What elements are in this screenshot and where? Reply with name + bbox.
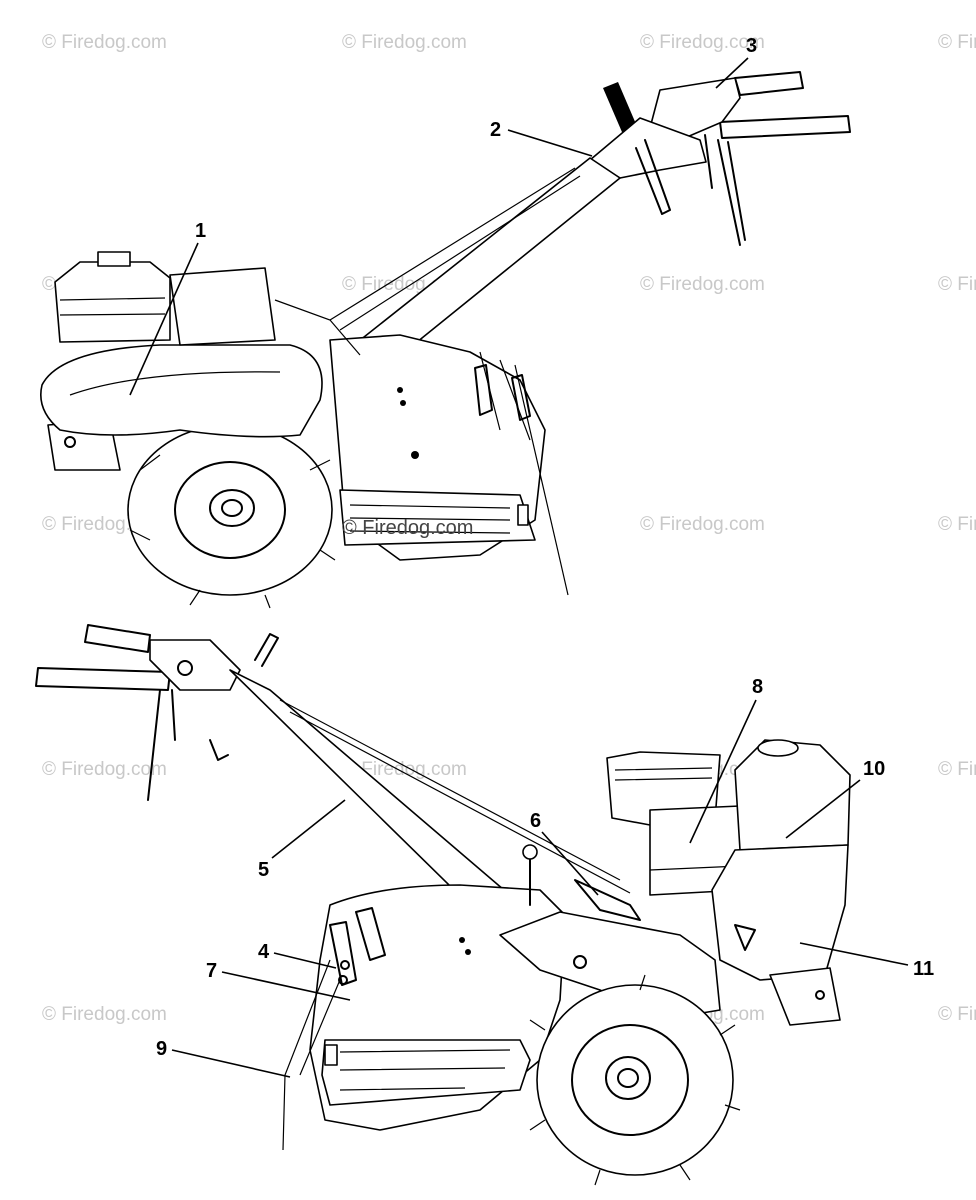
leader-line [271, 799, 346, 859]
watermark: © Firedog.com [640, 514, 765, 535]
watermark: © Firedog.com [938, 274, 976, 295]
leader-line [221, 971, 351, 1001]
watermark: © Firedog.com [342, 759, 467, 780]
watermark: © Firedog.com [938, 32, 976, 53]
leader-line [785, 779, 861, 839]
callout-group-top: 1 2 3 [129, 35, 757, 396]
watermark: © Firedog.com [938, 514, 976, 535]
watermark: © Firedog.com [42, 1004, 167, 1025]
callout-8: 8 [752, 676, 763, 698]
watermark: © Firedog.com [42, 759, 167, 780]
callout-6: 6 [530, 810, 541, 832]
watermark: © Firedog.com [938, 759, 976, 780]
callout-5: 5 [258, 859, 269, 881]
watermark: © Firedog.com [42, 32, 167, 53]
leader-line [129, 242, 199, 396]
callout-1: 1 [195, 220, 206, 242]
watermark: © Firedog.com [938, 1004, 976, 1025]
callout-group-bottom: 4 5 6 7 8 9 10 11 [156, 676, 934, 1078]
tiller-top-illustration [40, 71, 851, 609]
tiller-bottom-illustration [35, 624, 851, 1186]
callout-9: 9 [156, 1038, 167, 1060]
leader-line [689, 699, 757, 844]
leader-line [541, 831, 599, 896]
leader-line [507, 129, 593, 157]
leader-line [715, 57, 749, 89]
watermark: © Firedog.com [640, 274, 765, 295]
watermark-center: © Firedog.com [342, 517, 473, 539]
leader-line [171, 1049, 291, 1078]
leader-line [799, 942, 909, 966]
callout-4: 4 [258, 941, 270, 963]
callout-11: 11 [913, 958, 934, 980]
callout-10: 10 [863, 758, 885, 780]
callout-7: 7 [206, 960, 217, 982]
watermark: © Firedog.com [342, 32, 467, 53]
watermark: © Firedog.com [640, 32, 765, 53]
callout-2: 2 [490, 119, 501, 141]
callout-3: 3 [746, 35, 757, 57]
leader-line [273, 952, 337, 969]
